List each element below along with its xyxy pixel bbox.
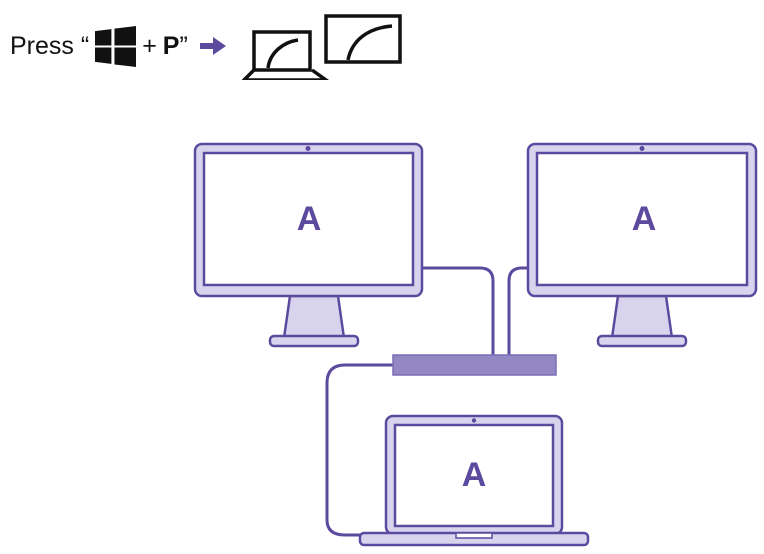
cable-right-monitor — [507, 266, 530, 356]
right-monitor-base — [596, 334, 688, 348]
left-monitor-camera — [305, 146, 311, 151]
left-monitor-screen — [202, 151, 415, 287]
instruction-row: Press “ + P ” — [10, 14, 404, 80]
close-quote: ” — [179, 31, 188, 60]
right-monitor: A — [526, 142, 758, 348]
right-monitor-screen — [535, 151, 749, 287]
laptop-hinge-notch — [455, 532, 493, 539]
plus-label: + — [142, 31, 157, 60]
left-monitor-base — [268, 334, 360, 348]
left-monitor-stand — [282, 294, 346, 340]
left-monitor-screen-label: A — [297, 200, 322, 238]
extend-display-icon — [241, 14, 402, 80]
cable-left-monitor — [420, 266, 495, 356]
docking-station — [392, 354, 557, 376]
laptop-camera — [471, 418, 477, 423]
left-monitor: A — [193, 142, 424, 348]
press-label: Press “ — [10, 31, 90, 60]
windows-logo-icon — [95, 25, 137, 67]
laptop: A — [358, 414, 590, 547]
laptop-screen — [393, 423, 555, 528]
right-monitor-stand — [610, 294, 674, 340]
cable-laptop — [325, 363, 394, 537]
laptop-screen-label: A — [462, 456, 487, 494]
right-arrow-icon — [199, 37, 226, 55]
right-monitor-screen-label: A — [632, 200, 657, 238]
right-monitor-camera — [639, 146, 645, 151]
p-key-label: P — [162, 31, 180, 60]
